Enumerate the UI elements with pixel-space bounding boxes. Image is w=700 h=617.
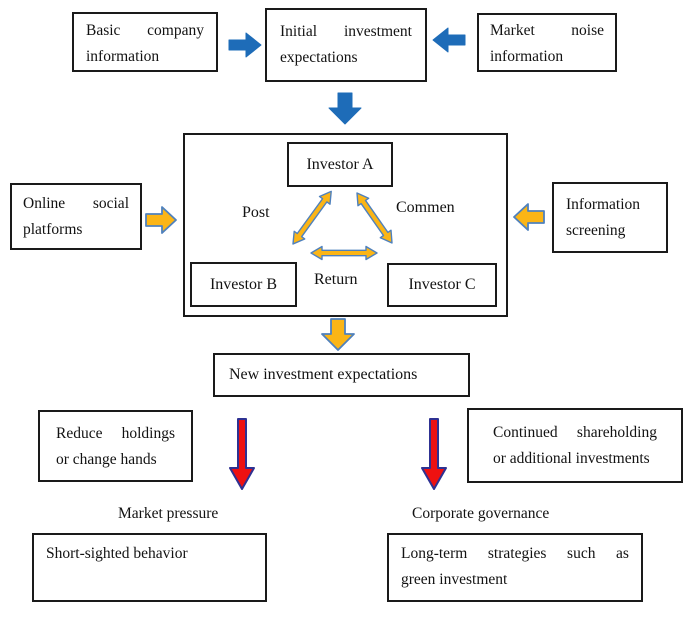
blue-arrow-right-icon: [228, 32, 262, 58]
return-double-arrow-icon: [310, 245, 378, 261]
post-edge-label: Post: [242, 204, 270, 221]
post-double-arrow-icon: [292, 190, 332, 245]
investor-b-box: Investor B: [190, 262, 297, 307]
text-line: green investment: [401, 571, 508, 588]
return-edge-label: Return: [314, 271, 358, 288]
text-line: information: [490, 48, 564, 65]
text-line: or change hands: [56, 451, 157, 468]
new-investment-expectations-box: New investment expectations: [213, 353, 470, 397]
new-investment-expectations-label: New investment expectations: [229, 366, 418, 383]
comment-edge-label: Commen: [396, 199, 455, 216]
investor-b-label: Investor B: [209, 275, 278, 293]
gold-arrow-down-icon: [321, 318, 355, 351]
blue-arrow-left-icon: [432, 27, 466, 53]
investor-network-frame: [183, 133, 508, 317]
text-line: expectations: [280, 49, 358, 66]
investor-c-label: Investor C: [408, 276, 476, 293]
text-line: Short-sighted behavior: [46, 545, 188, 562]
red-arrow-down-left-icon: [229, 418, 255, 490]
gold-arrow-left-icon: [513, 203, 545, 231]
blue-arrow-down-icon: [328, 92, 362, 125]
red-arrow-down-right-icon: [421, 418, 447, 490]
comment-double-arrow-icon: [356, 192, 393, 244]
gold-arrow-right-icon: [145, 206, 177, 234]
information-screening-box: Information screening: [552, 182, 668, 253]
text-line: or additional investments: [493, 450, 650, 467]
investor-a-label: Investor A: [306, 155, 374, 173]
text-line: information: [86, 48, 160, 65]
text-line: screening: [566, 222, 626, 239]
text-line: Information: [566, 196, 641, 213]
corporate-governance-label: Corporate governance: [412, 505, 550, 522]
short-sighted-behavior-box: Short-sighted behavior: [32, 533, 267, 602]
text-line: platforms: [23, 221, 83, 238]
investor-a-box: Investor A: [287, 142, 393, 187]
market-pressure-label: Market pressure: [118, 505, 219, 522]
investor-c-box: Investor C: [387, 263, 497, 307]
